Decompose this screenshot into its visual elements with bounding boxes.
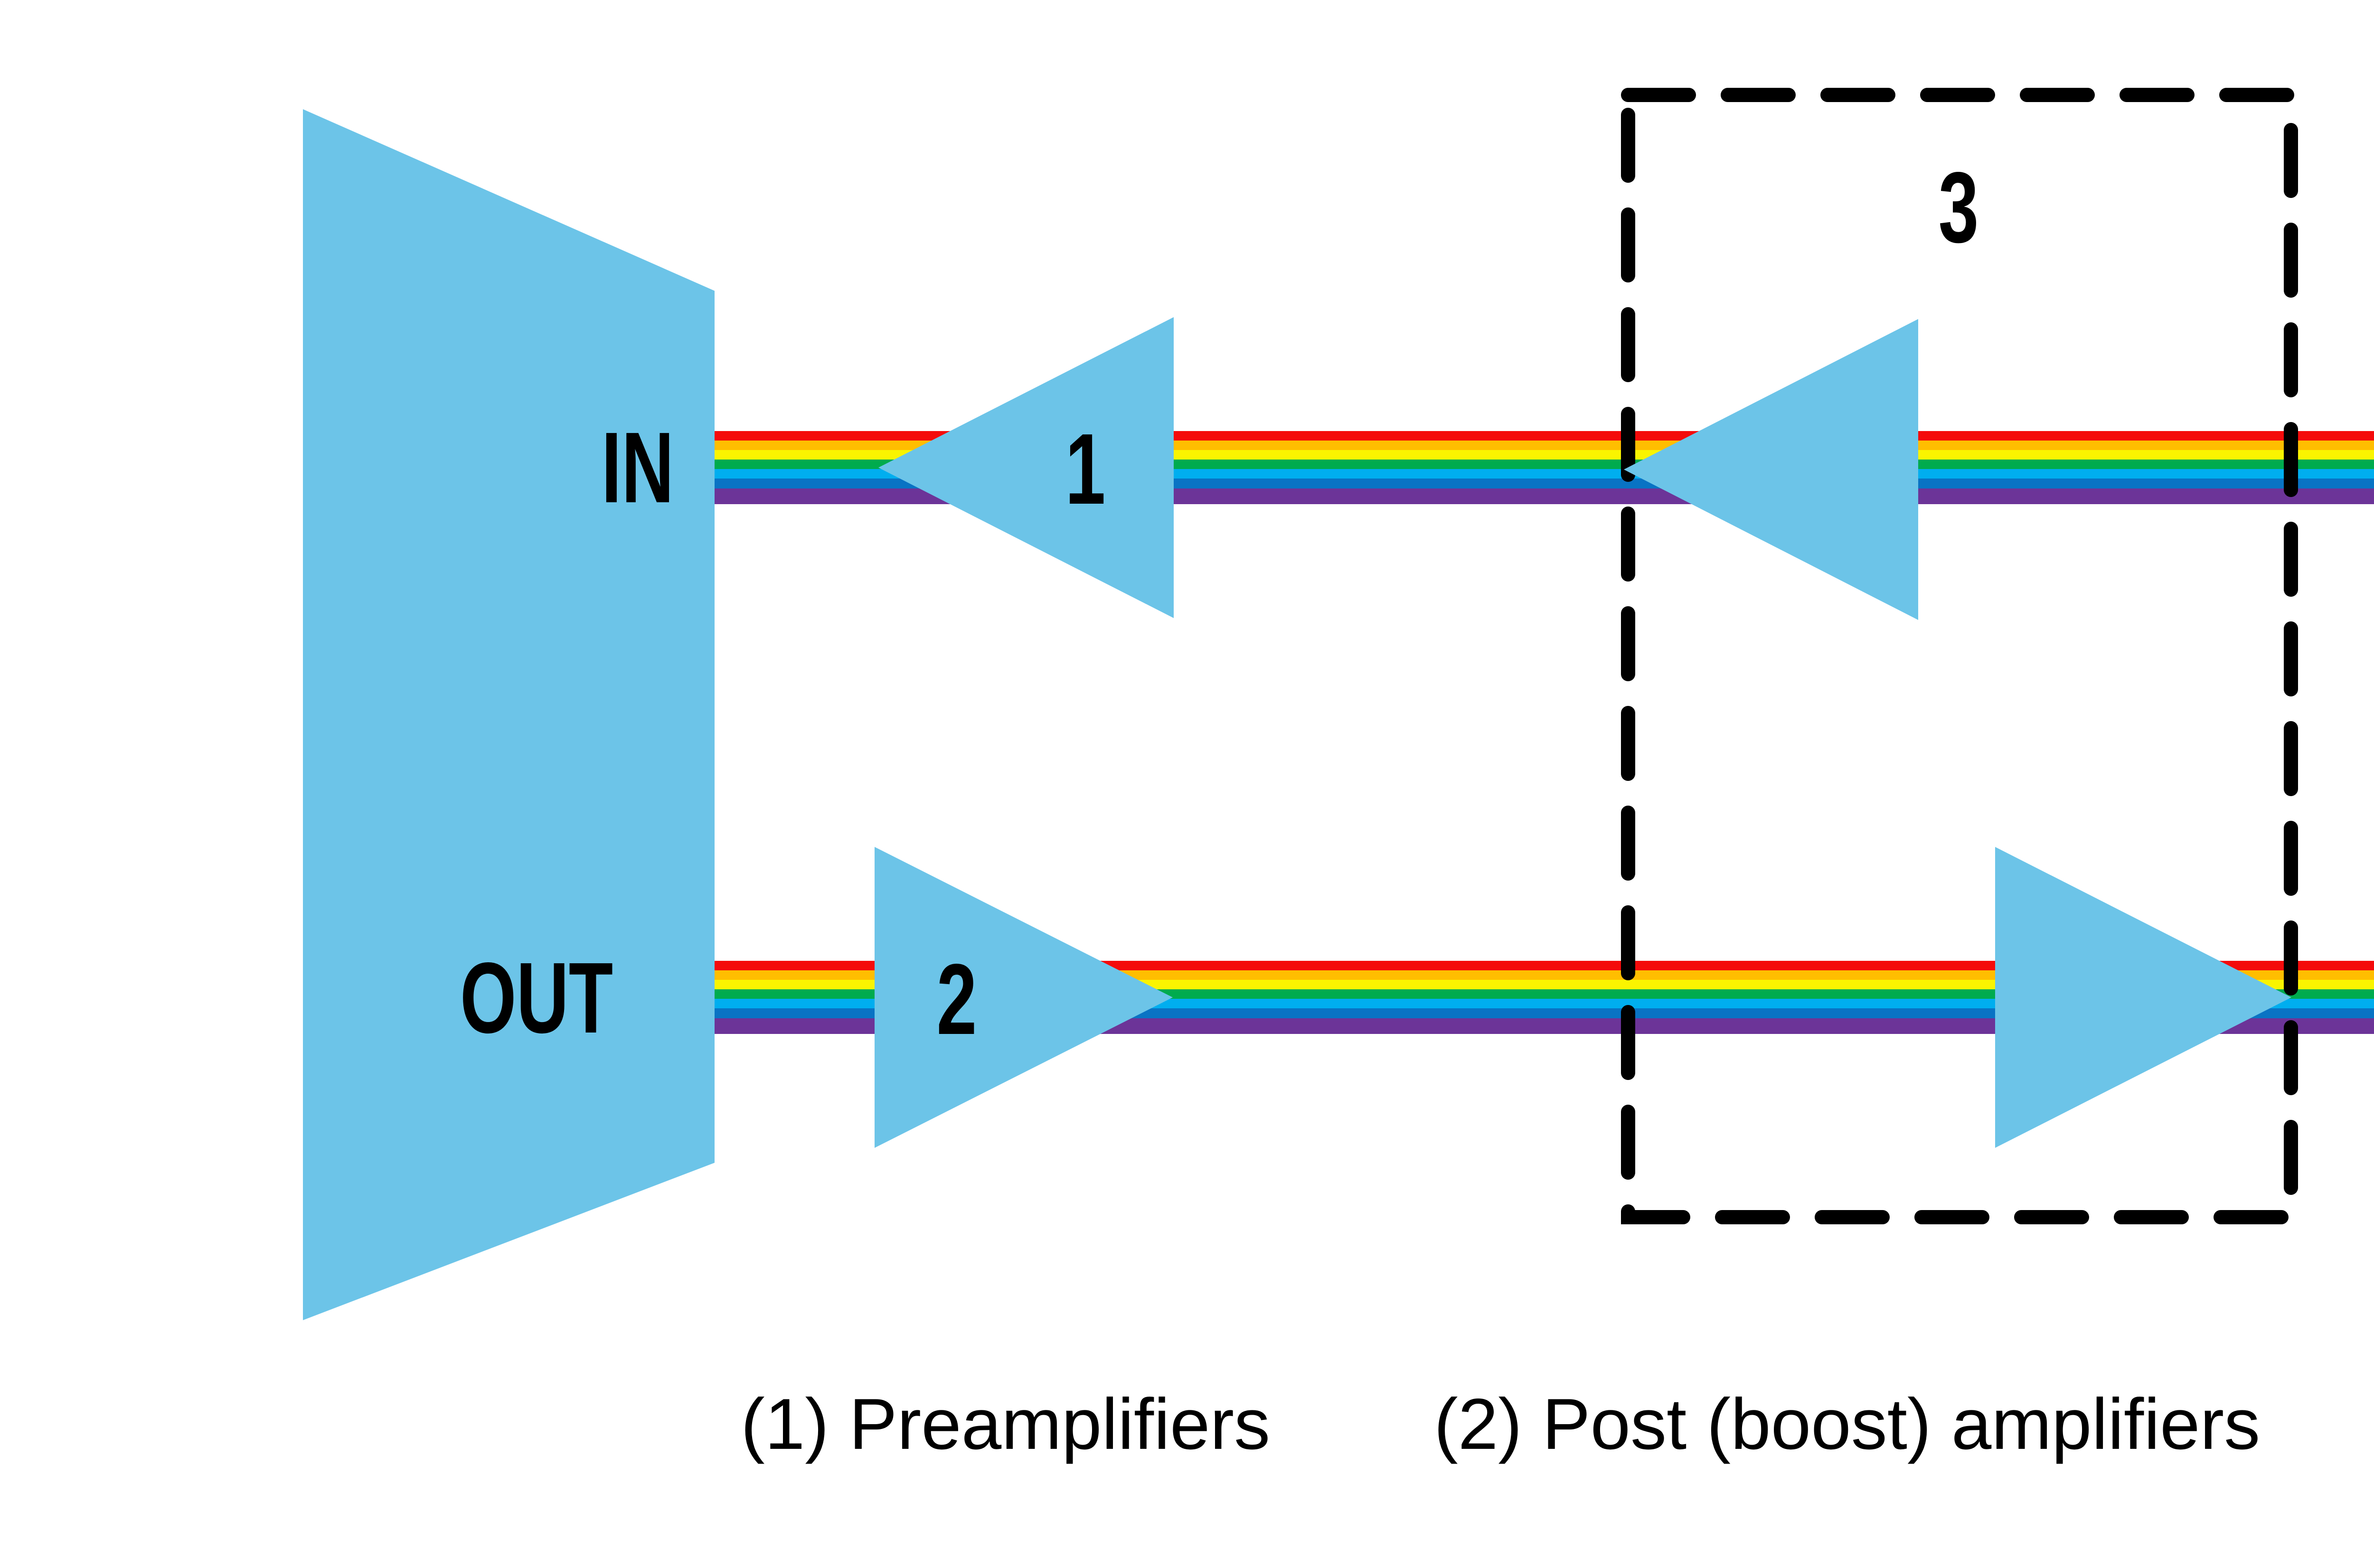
amp-number-top-preamp: 1 <box>1065 413 1106 525</box>
amplifier-triangle-bottom-inline <box>1995 847 2291 1148</box>
amplifier-triangle-top-preamp <box>878 317 1174 618</box>
legend-item-post-amplifiers: (2) Post (boost) amplifiers <box>1434 1384 2261 1465</box>
amp-number-bottom-post: 2 <box>936 943 977 1055</box>
port-label-left-in: IN <box>601 411 674 524</box>
port-label-left-out: OUT <box>460 941 613 1054</box>
amplifier-triangle-bottom-post <box>875 847 1173 1148</box>
amplifier-triangle-top-inline <box>1624 319 1918 620</box>
inline-box-number: 3 <box>1938 151 1979 263</box>
optical-terminal-left <box>303 109 715 1320</box>
legend: (1) Preamplifiers (2) Post (boost) ampli… <box>0 1379 2374 1469</box>
legend-item-preamplifiers: (1) Preamplifiers <box>741 1384 1271 1465</box>
